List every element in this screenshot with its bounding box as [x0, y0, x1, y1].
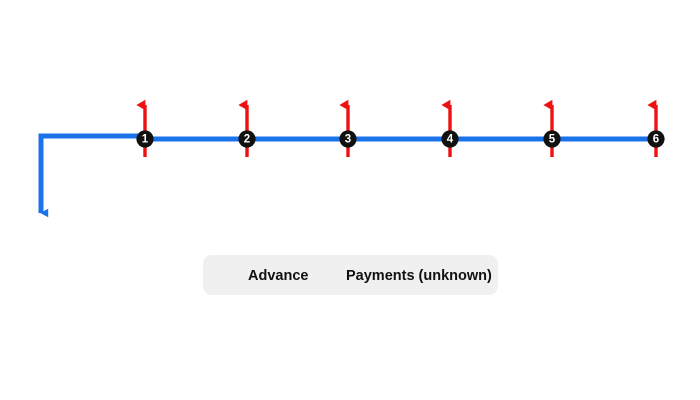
node-circle[interactable] [647, 130, 665, 148]
timeline-node[interactable]: 4 [441, 99, 459, 157]
legend-item-payments-label: Payments (unknown) [346, 268, 492, 284]
node-circle[interactable] [339, 130, 357, 148]
timeline-node[interactable]: 5 [543, 99, 561, 157]
arrow-down-icon [38, 133, 145, 218]
node-circle[interactable] [441, 130, 459, 148]
node-circle[interactable] [238, 130, 256, 148]
timeline-nodes-layer: 1 2 3 4 5 6 [136, 99, 665, 157]
timeline-node[interactable]: 2 [238, 99, 256, 157]
timeline-node[interactable]: 6 [647, 99, 665, 157]
advance-arrow-group [38, 133, 145, 218]
node-label: 4 [447, 134, 454, 146]
node-label: 6 [653, 134, 659, 146]
node-label: 5 [549, 134, 556, 146]
legend-item-advance-label: Advance [248, 268, 309, 284]
node-circle[interactable] [136, 130, 154, 148]
timeline-node[interactable]: 3 [339, 99, 357, 157]
timeline-node[interactable]: 1 [136, 99, 154, 157]
node-label: 1 [142, 134, 149, 146]
legend: Advance Payments (unknown) [203, 255, 498, 295]
node-label: 2 [244, 134, 250, 146]
node-circle[interactable] [543, 130, 561, 148]
node-label: 3 [345, 134, 351, 146]
